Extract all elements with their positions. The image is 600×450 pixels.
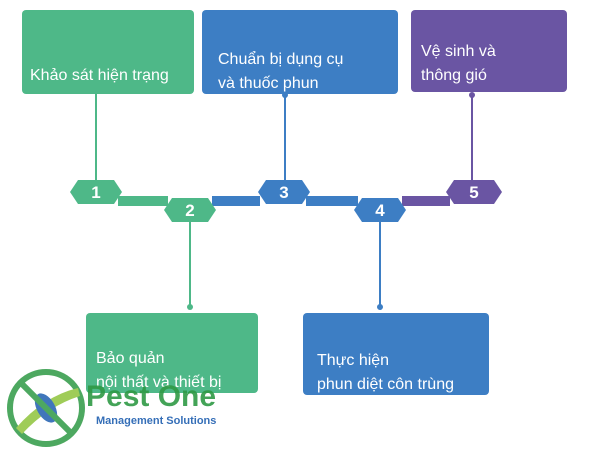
step-3-marker: 3 [258,180,310,204]
step-3-label: Chuẩn bị dụng cụ và thuốc phun [218,51,344,92]
step-4-number: 4 [375,201,385,220]
step-2-dot [187,304,193,310]
step-3-stem [284,96,286,180]
step-3-number: 3 [279,183,288,202]
step-3-dot [282,92,288,98]
logo-name: Pest One [86,380,216,413]
connector-3-4 [306,196,358,206]
connector-2-3 [212,196,260,206]
step-2-label: Bảo quản nội thất và thiết bị [96,350,222,391]
step-5-number: 5 [469,183,478,202]
step-4-stem [379,222,381,306]
step-2-marker: 2 [164,198,216,222]
step-5-box: Vệ sinh và thông gió sau khi phun [411,10,567,108]
step-3-box: Chuẩn bị dụng cụ và thuốc phun [202,10,398,94]
logo-tagline: Management Solutions [96,415,216,427]
step-4-marker: 4 [354,198,406,222]
step-1-box: Khảo sát hiện trạng [22,10,194,94]
step-1-number: 1 [91,183,100,202]
connector-1-2 [118,196,168,206]
step-4-label: Thực hiện phun diệt côn trùng [317,352,454,393]
step-4-dot [377,304,383,310]
step-5-marker: 5 [446,180,502,204]
connector-4-5 [402,196,450,206]
step-1-stem [95,94,97,180]
step-1-label: Khảo sát hiện trạng [30,67,169,84]
step-5-label: Vệ sinh và thông gió sau khi phun [421,43,512,108]
bug-emblem-icon [7,369,85,447]
step-5-dot [469,92,475,98]
step-2-number: 2 [185,201,194,220]
pest-one-logo: Pest One Management Solutions [7,369,216,447]
step-2-box: Bảo quản nội thất và thiết bị [86,313,258,393]
step-5-stem [471,96,473,180]
step-1-marker: 1 [70,180,122,204]
step-2-stem [189,222,191,306]
step-4-box: Thực hiện phun diệt côn trùng [303,313,489,395]
